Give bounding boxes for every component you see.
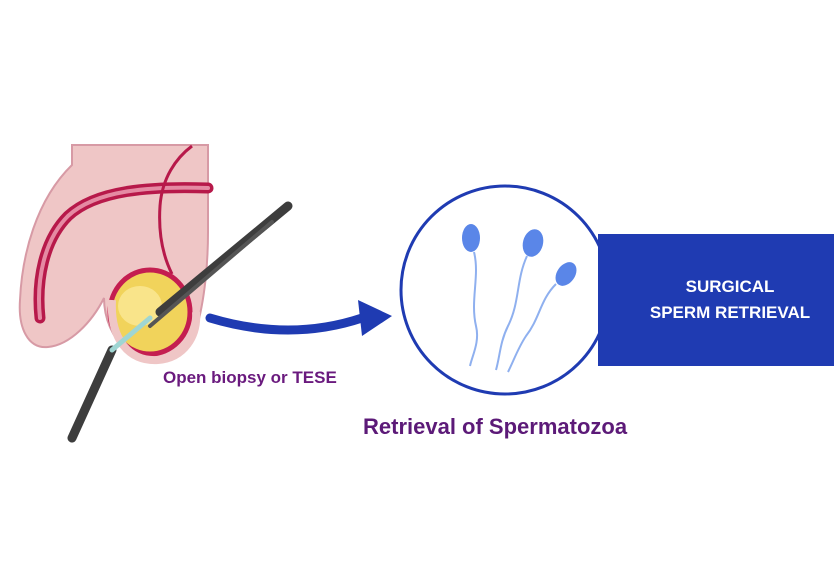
forceps-upper — [155, 201, 293, 317]
arrow-head — [358, 300, 392, 336]
sperm-head-1 — [462, 224, 480, 252]
vas-deferens — [158, 144, 193, 275]
title-banner: SURGICAL SPERM RETRIEVAL — [598, 234, 834, 366]
sperm-tail-3 — [507, 283, 557, 373]
sperm-head-3 — [555, 262, 577, 286]
urethra-inner — [37, 185, 210, 320]
banner-title-line-1: SURGICAL — [685, 277, 775, 296]
sperm-tail-2 — [495, 255, 528, 371]
sperm-head-2 — [522, 229, 544, 257]
scrotum-outline — [107, 299, 201, 365]
procedure-label: Open biopsy or TESE — [163, 368, 337, 387]
anatomy-illustration — [18, 144, 293, 443]
sperm-circle — [399, 184, 611, 396]
arrow-shaft — [205, 313, 367, 335]
process-arrow — [205, 300, 392, 336]
instrument-lower-tip — [109, 315, 153, 353]
forceps-upper-tip — [148, 220, 274, 328]
instrument-lower — [67, 345, 117, 443]
banner-title-line-2: SPERM RETRIEVAL — [649, 303, 811, 322]
sperm-tail-1 — [469, 251, 479, 367]
circle-outline — [399, 184, 611, 396]
result-label: Retrieval of Spermatozoa — [363, 414, 628, 439]
